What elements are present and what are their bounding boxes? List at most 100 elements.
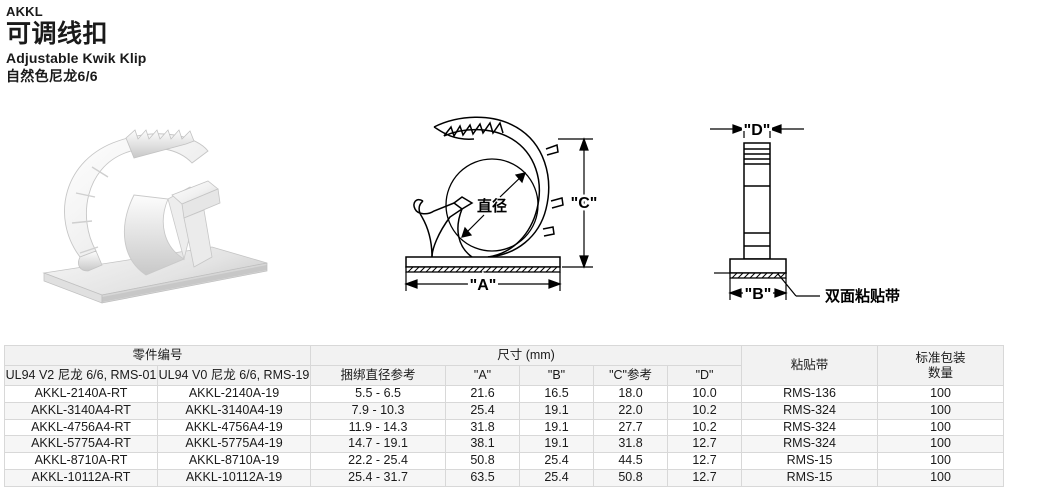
cell-pn-v0: AKKL-3140A4-19 <box>156 401 312 420</box>
column-header-b: "B" <box>519 365 595 386</box>
cell-bundle: 14.7 - 19.1 <box>310 435 447 454</box>
cell-pn-v0: AKKL-5775A4-19 <box>156 435 312 454</box>
page-title-cn: 可调线扣 <box>6 20 109 48</box>
column-header-package: 标准包装 数量 <box>877 345 1005 386</box>
cell-c: 50.8 <box>593 468 669 487</box>
cell-pn-v2: AKKL-2140A-RT <box>4 385 158 403</box>
cell-c: 31.8 <box>593 435 669 454</box>
column-header-pn-v0: UL94 V0 尼龙 6/6, RMS-19 <box>156 365 312 386</box>
table-column-header-row: UL94 V2 尼龙 6/6, RMS-01 UL94 V0 尼龙 6/6, R… <box>4 365 1004 386</box>
cell-pack: 100 <box>877 452 1005 470</box>
cell-d: 10.2 <box>667 401 743 420</box>
cell-c: 27.7 <box>593 418 669 437</box>
dimension-c-label: "C" <box>571 195 598 212</box>
figures-row: 直径 <box>0 105 1045 320</box>
front-body <box>743 142 771 260</box>
cell-pack: 100 <box>877 435 1005 454</box>
cell-b: 19.1 <box>519 418 595 437</box>
table-head: 零件编号 尺寸 (mm) 粘贴带 标准包装 数量 UL94 V2 尼龙 6/6,… <box>3 345 1005 386</box>
cell-tape: RMS-324 <box>741 418 879 437</box>
table-row: AKKL-5775A4-RT AKKL-5775A4-19 14.7 - 19.… <box>4 435 1005 454</box>
cell-c: 18.0 <box>593 385 669 403</box>
cell-pn-v2: AKKL-10112A-RT <box>4 468 158 487</box>
cell-pn-v0: AKKL-2140A-19 <box>156 385 312 403</box>
front-view-drawing: "D" <box>692 100 927 315</box>
column-header-pn-v2: UL94 V2 尼龙 6/6, RMS-01 <box>4 365 158 386</box>
table-group-header-row: 零件编号 尺寸 (mm) 粘贴带 标准包装 数量 <box>3 345 1005 386</box>
cell-bundle: 5.5 - 6.5 <box>310 385 447 403</box>
package-header-line2: 数量 <box>928 365 954 380</box>
cell-a: 50.8 <box>445 452 521 470</box>
cell-a: 21.6 <box>445 385 521 403</box>
cell-pn-v2: AKKL-5775A4-RT <box>4 435 158 454</box>
specification-table: 零件编号 尺寸 (mm) 粘贴带 标准包装 数量 UL94 V2 尼龙 6/6,… <box>3 345 1005 487</box>
tape-callout-label: 双面粘贴带 <box>825 287 900 305</box>
cell-d: 12.7 <box>667 435 743 454</box>
cell-b: 25.4 <box>519 468 595 487</box>
table-row: AKKL-10112A-RT AKKL-10112A-19 25.4 - 31.… <box>4 468 1005 487</box>
dimension-a <box>404 272 562 291</box>
table-row: AKKL-4756A4-RT AKKL-4756A4-19 11.9 - 14.… <box>4 418 1005 437</box>
cell-bundle: 7.9 - 10.3 <box>310 401 447 420</box>
cell-b: 16.5 <box>519 385 595 403</box>
cell-d: 10.0 <box>667 385 743 403</box>
group-header-part-number: 零件编号 <box>3 345 312 366</box>
cell-tape: RMS-324 <box>741 401 879 420</box>
cell-b: 19.1 <box>519 401 595 420</box>
cell-d: 12.7 <box>667 452 743 470</box>
cell-pack: 100 <box>877 401 1005 420</box>
cell-bundle: 11.9 - 14.3 <box>310 418 447 437</box>
cell-a: 38.1 <box>445 435 521 454</box>
dimension-d <box>710 123 804 138</box>
product-code: AKKL <box>6 4 43 19</box>
package-header-line1: 标准包装 <box>915 350 966 365</box>
front-base-plate <box>729 258 787 279</box>
page-title-en: Adjustable Kwik Klip <box>6 50 147 66</box>
cell-bundle: 22.2 - 25.4 <box>310 452 447 470</box>
cell-tape: RMS-15 <box>741 468 879 487</box>
table-body: AKKL-2140A-RT AKKL-2140A-19 5.5 - 6.5 21… <box>4 385 1005 487</box>
tape-callout-leader <box>777 273 820 297</box>
cell-d: 10.2 <box>667 418 743 437</box>
cell-pn-v0: AKKL-10112A-19 <box>156 468 312 487</box>
cable-diameter-circle <box>445 158 539 252</box>
cell-pack: 100 <box>877 418 1005 437</box>
table-row: AKKL-2140A-RT AKKL-2140A-19 5.5 - 6.5 21… <box>4 385 1005 403</box>
diameter-leader <box>461 172 526 238</box>
column-header-bundle-diameter: 捆绑直径参考 <box>310 365 447 386</box>
cell-c: 22.0 <box>593 401 669 420</box>
column-header-tape: 粘贴带 <box>741 345 879 386</box>
dimension-a-label: "A" <box>470 277 497 294</box>
photo-pawl-post <box>171 180 221 268</box>
diameter-label: 直径 <box>477 197 507 215</box>
dimension-d-label: "D" <box>744 122 771 139</box>
dimension-b-label: "B" <box>745 286 772 303</box>
cell-d: 12.7 <box>667 468 743 487</box>
photo-strap <box>64 129 209 272</box>
dimension-c <box>558 137 593 269</box>
product-photo <box>22 107 282 307</box>
cell-b: 25.4 <box>519 452 595 470</box>
cell-pn-v0: AKKL-8710A-19 <box>156 452 312 470</box>
cell-a: 63.5 <box>445 468 521 487</box>
cell-b: 19.1 <box>519 435 595 454</box>
cell-pack: 100 <box>877 385 1005 403</box>
base-plate <box>405 256 561 273</box>
cell-tape: RMS-136 <box>741 385 879 403</box>
cell-tape: RMS-324 <box>741 435 879 454</box>
cell-pn-v2: AKKL-8710A-RT <box>4 452 158 470</box>
table-row: AKKL-3140A4-RT AKKL-3140A4-19 7.9 - 10.3… <box>4 401 1005 420</box>
product-header: AKKL 可调线扣 Adjustable Kwik Klip 自然色尼龙6/6 <box>6 4 426 86</box>
cell-bundle: 25.4 - 31.7 <box>310 468 447 487</box>
column-header-c: "C"参考 <box>593 365 669 386</box>
column-header-a: "A" <box>445 365 521 386</box>
dimension-b <box>714 272 788 300</box>
specification-table-wrapper: 零件编号 尺寸 (mm) 粘贴带 标准包装 数量 UL94 V2 尼龙 6/6,… <box>3 345 1005 487</box>
group-header-dimensions: 尺寸 (mm) <box>310 345 743 366</box>
cell-pack: 100 <box>877 468 1005 487</box>
cell-a: 31.8 <box>445 418 521 437</box>
material-spec: 自然色尼龙6/6 <box>6 68 98 84</box>
column-header-d: "D" <box>667 365 743 386</box>
cell-pn-v2: AKKL-4756A4-RT <box>4 418 158 437</box>
cell-c: 44.5 <box>593 452 669 470</box>
